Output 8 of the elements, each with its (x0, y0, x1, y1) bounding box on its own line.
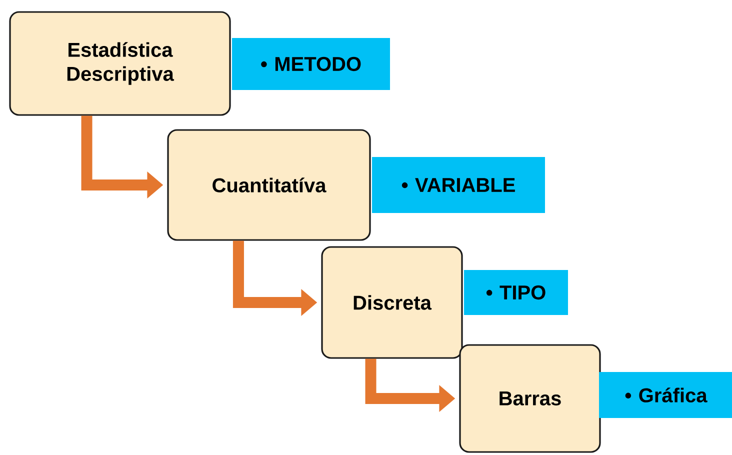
keyword-tag: • METODO (232, 38, 390, 90)
process-box: Cuantitatíva (167, 129, 371, 241)
process-box: Barras (459, 344, 601, 453)
keyword-tag: • Gráfica (599, 372, 732, 418)
keyword-tag: • VARIABLE (372, 157, 545, 213)
process-box: Discreta (321, 246, 463, 359)
process-box: Estadística Descriptiva (9, 11, 231, 116)
keyword-tag: • TIPO (464, 270, 568, 315)
